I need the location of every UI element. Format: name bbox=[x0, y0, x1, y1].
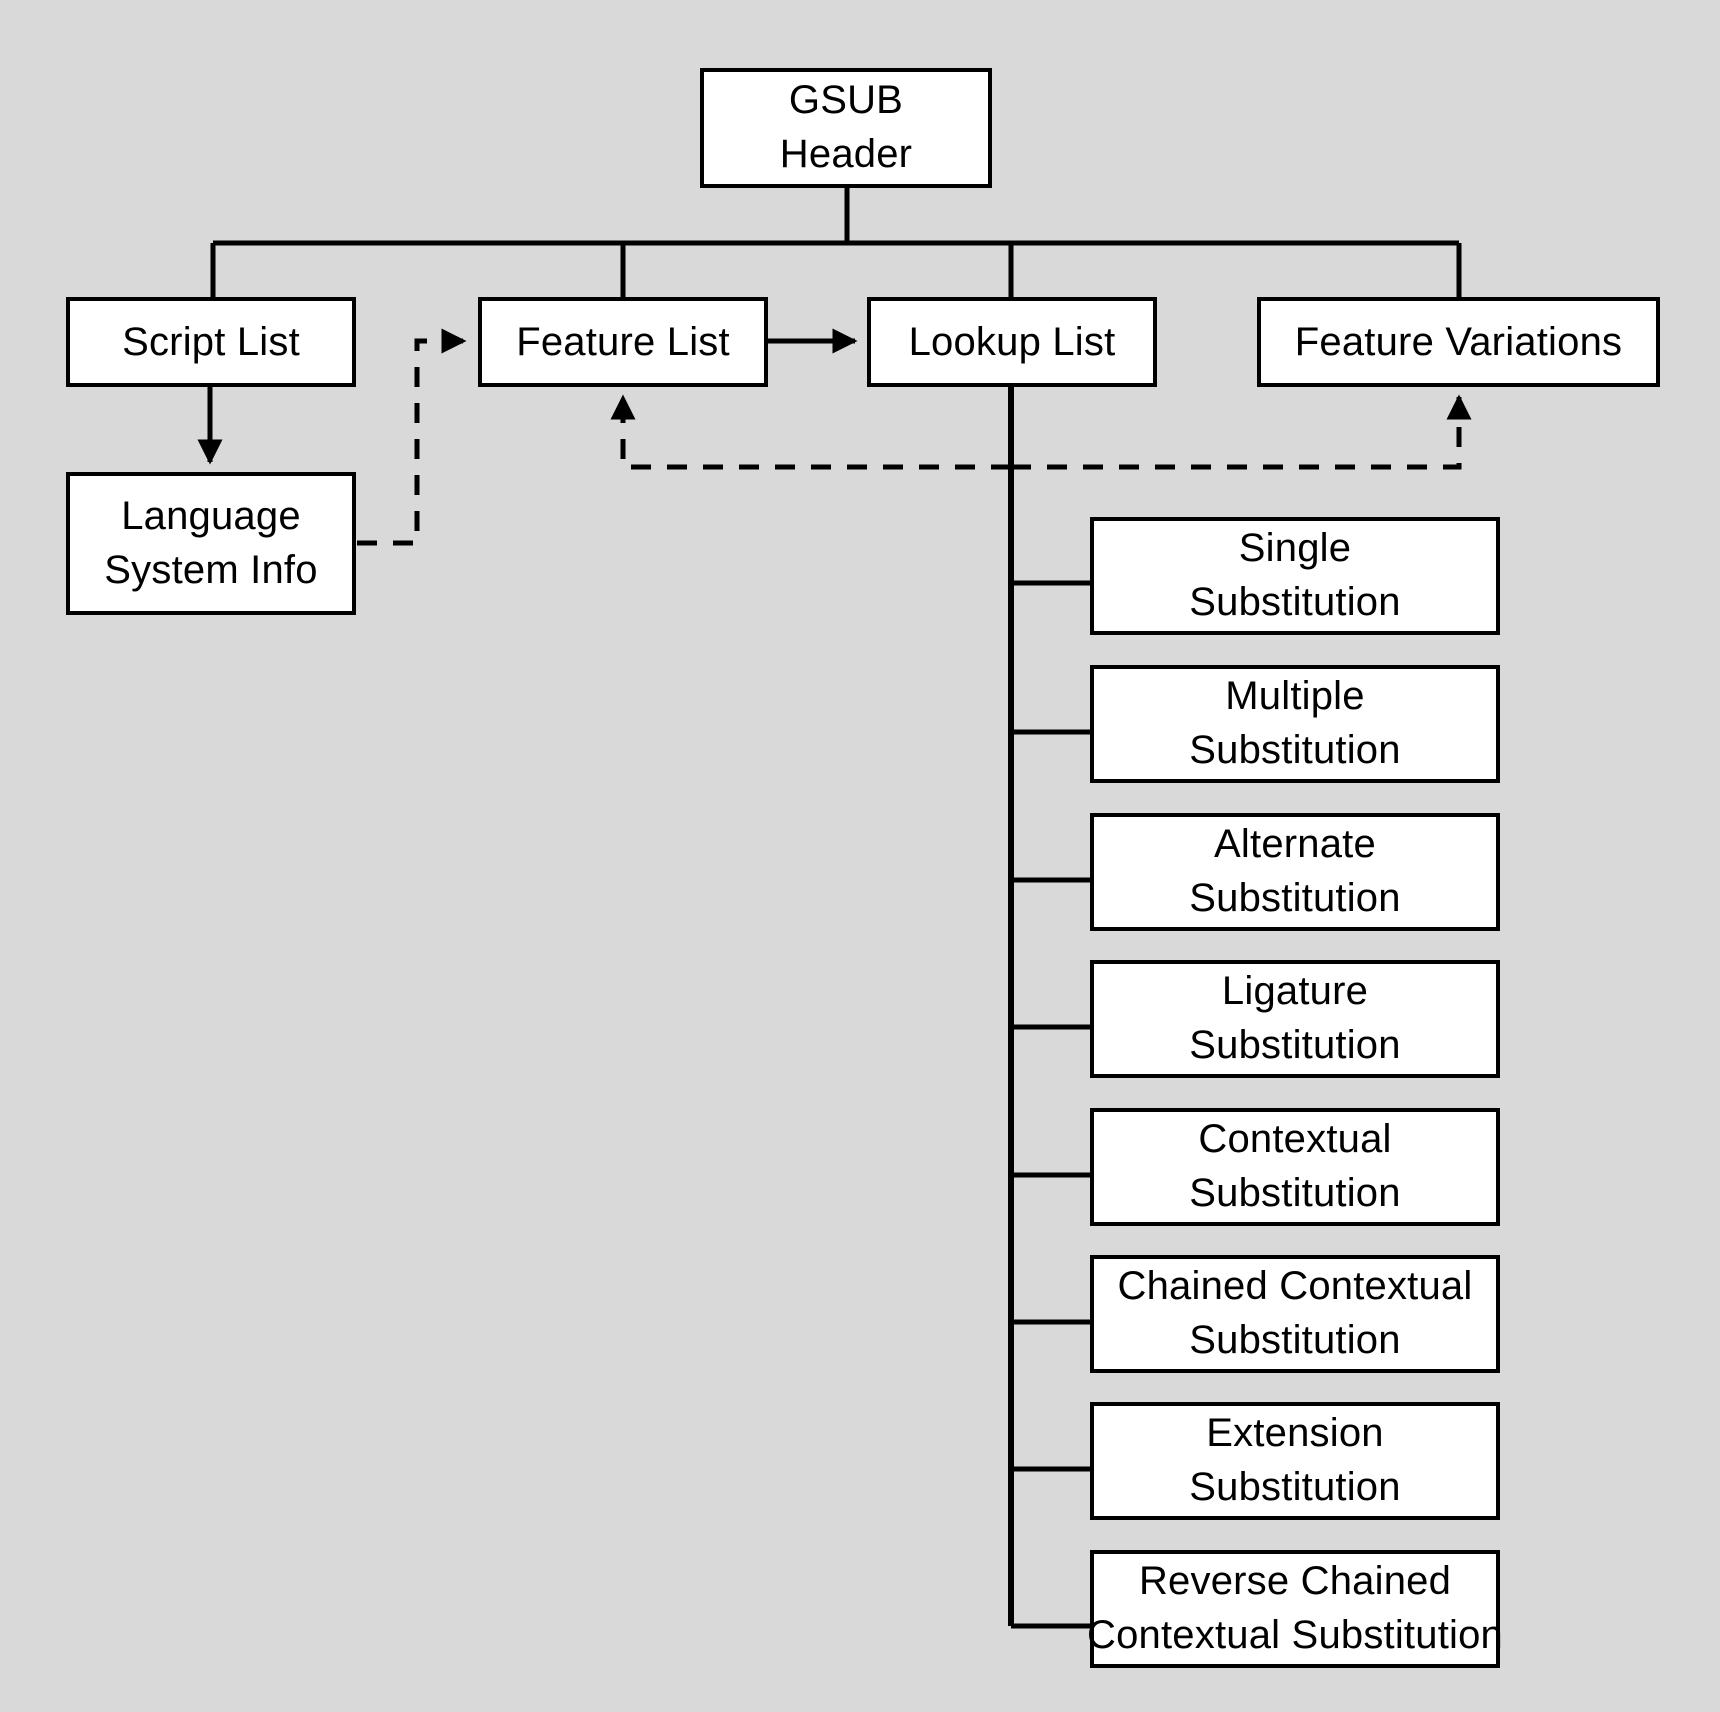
node-contextual-substitution-line1: Contextual bbox=[1198, 1117, 1392, 1162]
node-chained-contextual-substitution-line1: Chained Contextual bbox=[1117, 1264, 1473, 1309]
node-reverse-chained-contextual-substitution-line1: Reverse Chained bbox=[1138, 1559, 1452, 1604]
node-ligature-substitution[interactable]: Ligature Substitution bbox=[1090, 960, 1500, 1078]
node-alternate-substitution-line2: Substitution bbox=[1189, 876, 1401, 920]
wire-lookup-list-to-feature-variations bbox=[1011, 394, 1472, 470]
node-extension-substitution-line2: Substitution bbox=[1189, 1465, 1401, 1509]
node-lookup-list[interactable]: Lookup List bbox=[867, 297, 1157, 387]
node-gsub-header-line1: GSUB bbox=[788, 78, 904, 123]
node-chained-contextual-substitution[interactable]: Chained Contextual Substitution bbox=[1090, 1255, 1500, 1373]
node-alternate-substitution[interactable]: Alternate Substitution bbox=[1090, 813, 1500, 931]
node-language-system-info-line1: Language bbox=[121, 493, 301, 538]
wire-language-system-info-to-feature-list bbox=[357, 328, 467, 546]
node-reverse-chained-contextual-substitution[interactable]: Reverse Chained Contextual Substitution bbox=[1087, 1550, 1503, 1668]
node-multiple-substitution-line1: Multiple bbox=[1225, 674, 1365, 719]
node-multiple-substitution-line2: Substitution bbox=[1189, 728, 1401, 772]
node-single-substitution[interactable]: Single Substitution bbox=[1090, 517, 1500, 635]
node-lookup-list-label: Lookup List bbox=[908, 319, 1116, 364]
node-gsub-header-line2: Header bbox=[779, 132, 913, 176]
node-extension-substitution[interactable]: Extension Substitution bbox=[1090, 1402, 1500, 1520]
node-single-substitution-line1: Single bbox=[1238, 526, 1352, 571]
node-chained-contextual-substitution-line2: Substitution bbox=[1189, 1318, 1401, 1362]
node-feature-variations[interactable]: Feature Variations bbox=[1257, 297, 1660, 387]
node-language-system-info-line2: System Info bbox=[104, 547, 318, 592]
node-script-list-label: Script List bbox=[122, 319, 300, 364]
node-contextual-substitution[interactable]: Contextual Substitution bbox=[1090, 1108, 1500, 1226]
node-script-list[interactable]: Script List bbox=[66, 297, 356, 387]
node-contextual-substitution-line2: Substitution bbox=[1189, 1171, 1401, 1215]
node-language-system-info[interactable]: Language System Info bbox=[66, 472, 356, 615]
node-feature-list[interactable]: Feature List bbox=[478, 297, 768, 387]
node-feature-variations-label: Feature Variations bbox=[1294, 319, 1623, 364]
node-extension-substitution-line1: Extension bbox=[1206, 1411, 1384, 1456]
node-gsub-header[interactable]: GSUB Header bbox=[700, 68, 992, 188]
node-feature-list-label: Feature List bbox=[516, 319, 730, 364]
node-ligature-substitution-line2: Substitution bbox=[1189, 1023, 1401, 1067]
node-ligature-substitution-line1: Ligature bbox=[1221, 969, 1369, 1014]
node-reverse-chained-contextual-substitution-line2: Contextual Substitution bbox=[1087, 1613, 1503, 1657]
node-multiple-substitution[interactable]: Multiple Substitution bbox=[1090, 665, 1500, 783]
node-single-substitution-line2: Substitution bbox=[1189, 580, 1401, 624]
node-alternate-substitution-line1: Alternate bbox=[1214, 822, 1376, 867]
wire-lookup-list-to-feature-list bbox=[610, 394, 1011, 470]
